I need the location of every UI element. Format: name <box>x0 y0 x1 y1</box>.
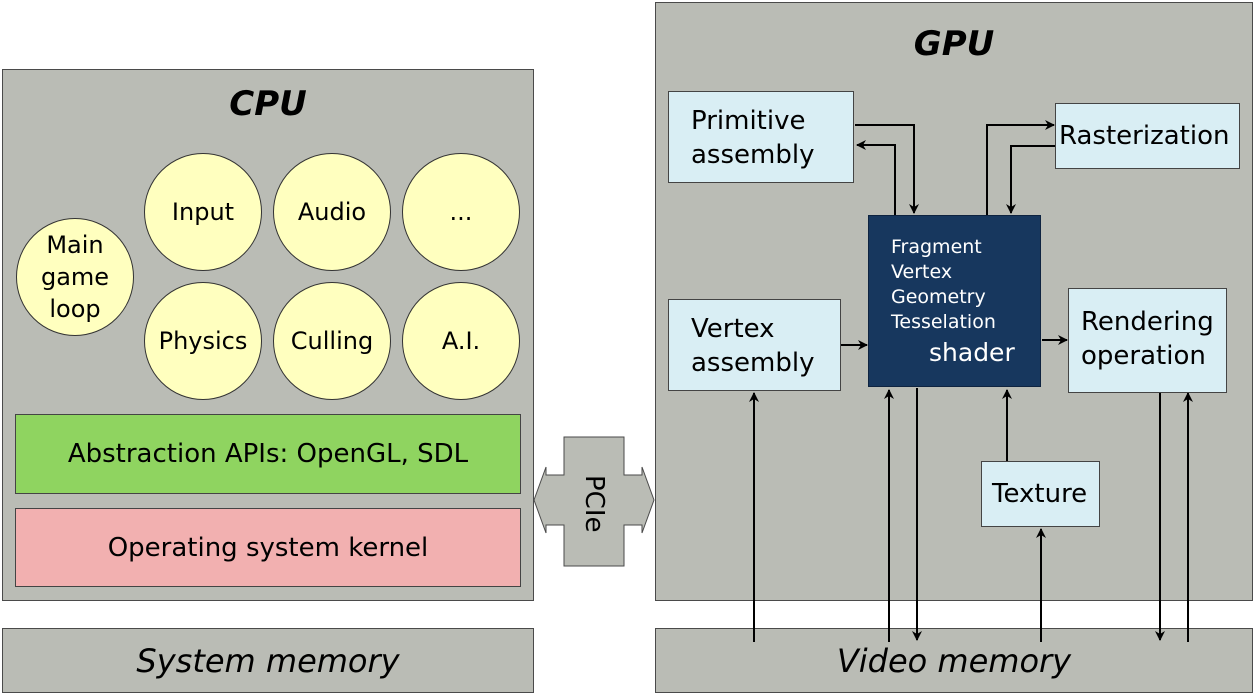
shader-type-vertex: Vertex <box>891 261 953 283</box>
abstraction-apis-bar: Abstraction APIs: OpenGL, SDL <box>15 414 521 494</box>
task-culling: Culling <box>273 282 391 400</box>
shader-type-tesselation: Tesselation <box>891 311 996 333</box>
gpu-title: GPU <box>913 24 995 64</box>
wire-shader-to-raster <box>986 120 1055 215</box>
pcie-connector <box>533 436 655 567</box>
wire-shader-to-primitive <box>856 140 896 215</box>
wire-primitive-to-shader <box>855 124 919 214</box>
os-kernel-bar: Operating system kernel <box>15 508 521 587</box>
wire-raster-to-shader <box>1006 145 1056 214</box>
task-audio: Audio <box>273 153 391 271</box>
task-physics: Physics <box>144 282 262 400</box>
cpu-title: CPU <box>229 84 307 124</box>
task-ai: A.I. <box>402 282 520 400</box>
system-memory: System memory <box>2 628 534 693</box>
shader-label: shader <box>929 338 1015 367</box>
shader-type-fragment: Fragment <box>891 236 982 258</box>
rasterization: Rasterization <box>1055 103 1240 169</box>
pcie-label: PCIe <box>579 475 609 533</box>
shader-block: Fragment Vertex Geometry Tesselation sha… <box>868 215 1041 387</box>
main-game-loop: Main game loop <box>16 218 134 336</box>
task-input: Input <box>144 153 262 271</box>
texture: Texture <box>981 461 1100 527</box>
rendering-operation: Rendering operation <box>1068 288 1227 393</box>
vertex-assembly: Vertex assembly <box>668 299 841 391</box>
primitive-assembly: Primitive assembly <box>668 91 854 183</box>
shader-type-geometry: Geometry <box>891 286 986 308</box>
task-more: ... <box>402 153 520 271</box>
